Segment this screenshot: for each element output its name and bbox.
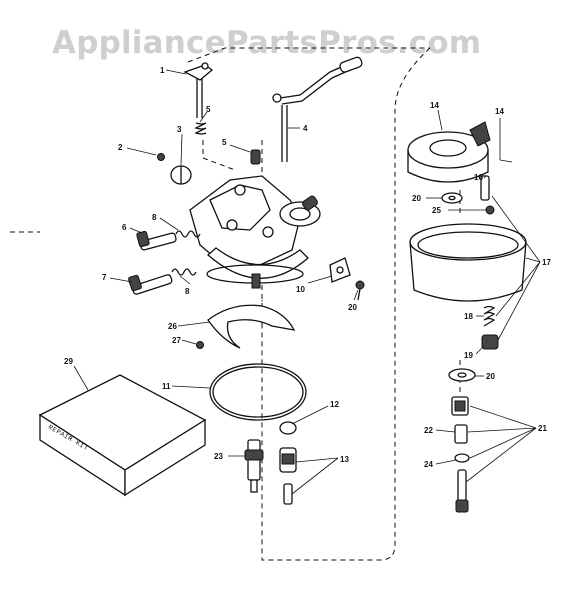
part-main-needle	[128, 268, 197, 295]
part-spring-lower	[481, 305, 499, 350]
callout-label: 29	[64, 357, 73, 366]
part-carburetor-body	[189, 175, 321, 289]
callout-label: 12	[330, 400, 339, 409]
part-nozzle-assembly	[451, 396, 470, 513]
callout-label: 26	[168, 322, 177, 331]
callout-label: 17	[542, 258, 551, 267]
part-o-ring	[209, 363, 307, 421]
part-washer-upper	[441, 192, 463, 204]
callout-label: 14	[495, 107, 504, 116]
callout-label: 1	[160, 66, 165, 75]
callout-label: 14	[430, 101, 439, 110]
part-idle-needle	[136, 230, 201, 251]
callout-label: 7	[102, 273, 107, 282]
callout-label: 25	[432, 206, 441, 215]
callout-label: 24	[424, 460, 433, 469]
part-bracket	[329, 257, 365, 301]
callout-label: 11	[162, 382, 171, 391]
part-screw-and-plate	[157, 153, 192, 185]
callout-label: 23	[214, 452, 223, 461]
part-throttle-shaft	[183, 62, 214, 118]
assembly-guide-lines	[10, 47, 461, 561]
part-seat-fitting	[279, 447, 297, 505]
callout-label: 3	[177, 125, 182, 134]
callout-leaders	[73, 69, 541, 495]
callout-label: 18	[464, 312, 473, 321]
part-screw-27	[196, 341, 204, 349]
part-washer-lower	[448, 368, 476, 382]
part-pin	[480, 175, 495, 215]
callout-label: 16	[474, 173, 483, 182]
callout-label: 20	[348, 303, 357, 312]
part-small-ring	[279, 421, 297, 435]
callout-label: 27	[172, 336, 181, 345]
repair-kit-box: REPAIR KIT	[38, 374, 207, 497]
callout-label: 6	[122, 223, 127, 232]
callout-label: 5	[206, 105, 211, 114]
part-gasket-half	[207, 304, 296, 349]
callout-labels: 1 2 3 5 5 4 6 8 7 8 10 20 26 27 29 11 12…	[64, 66, 551, 469]
part-spring-upper	[194, 122, 261, 165]
callout-label: 20	[486, 372, 495, 381]
part-choke-shaft	[272, 56, 363, 162]
part-fitting	[244, 439, 264, 493]
callout-label: 5	[222, 138, 227, 147]
callout-label: 13	[340, 455, 349, 464]
callout-label: 19	[464, 351, 473, 360]
part-float-bowl	[409, 223, 527, 302]
watermark-text: AppliancePartsPros.com	[52, 25, 481, 61]
callout-label: 8	[185, 287, 190, 296]
callout-label: 2	[118, 143, 123, 152]
callout-label: 20	[412, 194, 421, 203]
callout-label: 10	[296, 285, 305, 294]
callout-label: 22	[424, 426, 433, 435]
callout-label: 21	[538, 424, 547, 433]
callout-label: 8	[152, 213, 157, 222]
callout-label: 4	[303, 124, 308, 133]
part-float-ring	[407, 121, 491, 183]
